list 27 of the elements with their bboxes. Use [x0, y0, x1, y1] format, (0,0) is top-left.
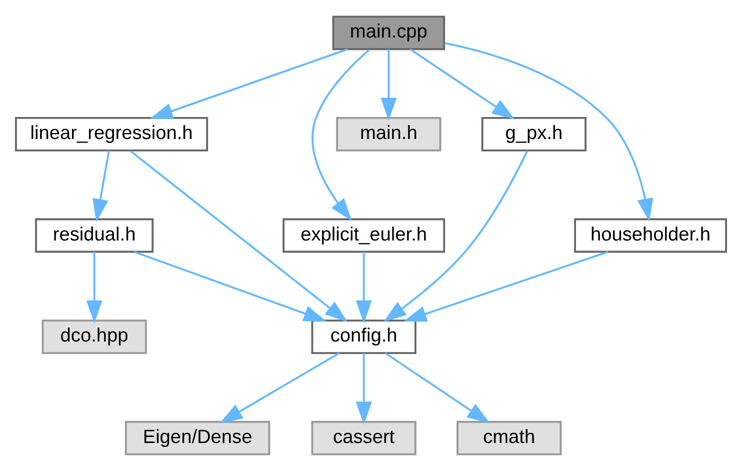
node-box: Eigen/Dense — [124, 420, 270, 455]
arrow — [220, 352, 340, 423]
node-box: config.h — [311, 319, 416, 354]
arrow — [134, 250, 327, 321]
arrow — [404, 250, 609, 322]
node-box: linear_regression.h — [15, 116, 208, 151]
arrow — [130, 150, 348, 322]
node-box: main.cpp — [332, 15, 446, 50]
node-box: residual.h — [35, 218, 154, 252]
node-box: g_px.h — [481, 116, 586, 151]
arrow — [312, 48, 370, 221]
node-box: cassert — [311, 420, 416, 455]
arrow — [384, 352, 490, 423]
node-box: dco.hpp — [42, 319, 147, 354]
node-box: explicit_euler.h — [282, 218, 446, 252]
node-box: householder.h — [574, 218, 727, 252]
arrow — [384, 150, 528, 322]
node-box: cmath — [456, 420, 562, 455]
arrow — [380, 48, 397, 120]
arrow — [92, 150, 110, 222]
arrow — [150, 48, 348, 118]
arrow — [86, 251, 102, 323]
node-box: main.h — [336, 116, 442, 151]
arrow — [356, 352, 372, 424]
arrow — [444, 42, 654, 222]
arrow — [410, 48, 515, 119]
arrow — [356, 251, 372, 323]
